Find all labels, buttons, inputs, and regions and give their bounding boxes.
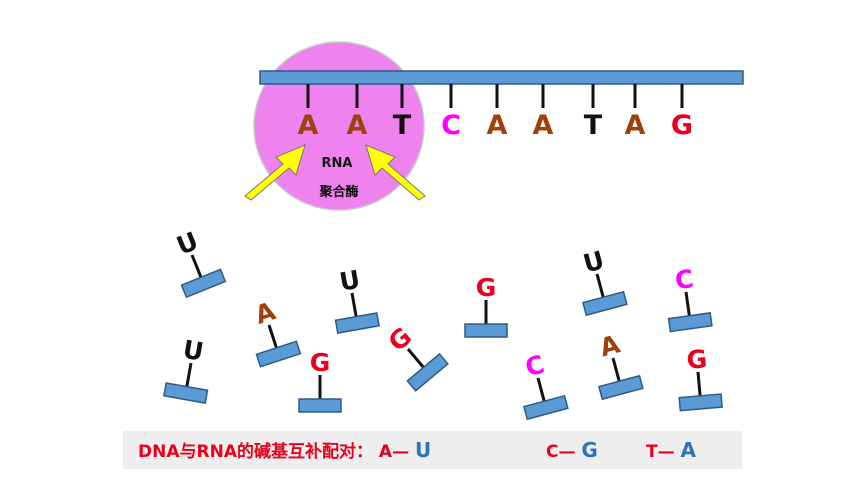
dna-strand-bar (259, 70, 744, 85)
nucleotide-backbone (255, 340, 302, 368)
pair-cg-left: C— (546, 442, 575, 462)
nucleotide-backbone (334, 312, 380, 334)
free-nucleotide-7: G (298, 348, 342, 413)
free-nucleotide-2: U (334, 265, 380, 334)
free-nucleotide-6: U (163, 335, 209, 404)
dna-base-letter: C (441, 110, 461, 141)
pairing-rule-prefix: DNA与RNA的碱基互补配对： (138, 441, 373, 462)
nucleotide-stem (684, 291, 691, 316)
nucleotide-stem (350, 292, 358, 317)
dna-base-1: A (347, 84, 368, 141)
free-nucleotide-10: A (597, 329, 644, 401)
nucleotide-backbone (163, 382, 209, 404)
dna-base-8: G (671, 84, 693, 141)
nucleotide-letter: C (673, 264, 695, 295)
dna-base-letter: A (625, 110, 646, 141)
dna-base-6: T (584, 84, 603, 141)
pair-ta-left: T— (646, 442, 675, 462)
free-nucleotide-9: C (522, 350, 569, 421)
dna-base-letter: A (298, 110, 319, 141)
nucleotide-stem (190, 254, 203, 278)
nucleotide-backbone (180, 268, 227, 299)
nucleotide-letter: U (580, 245, 607, 278)
nucleotide-stem (267, 324, 278, 349)
dna-base-7: A (625, 84, 646, 141)
enzyme-label-rna: RNA (322, 156, 353, 171)
nucleotide-backbone (298, 398, 342, 413)
free-nucleotide-11: G (678, 344, 723, 412)
dna-base-letter: T (393, 110, 412, 141)
nucleotide-backbone (667, 311, 713, 333)
dna-base-letter: A (347, 110, 368, 141)
nucleotide-letter: G (476, 273, 497, 302)
nucleotide-letter: U (172, 226, 202, 260)
nucleotide-backbone (598, 374, 644, 401)
nucleotide-backbone (406, 352, 449, 392)
pair-au-right: U (415, 438, 431, 462)
free-nucleotide-3: G (464, 273, 508, 338)
dna-base-letter: G (671, 110, 693, 141)
nucleotide-letter: G (310, 348, 331, 377)
nucleotide-letter: U (181, 335, 206, 367)
nucleotide-backbone (523, 394, 569, 421)
free-nucleotide-5: C (667, 264, 713, 333)
nucleotide-stem (696, 371, 702, 397)
free-nucleotide-1: A (251, 296, 302, 368)
enzyme-label-polymerase: 聚合酶 (318, 184, 358, 200)
pair-cg-right: G (581, 438, 597, 462)
nucleotide-stem (406, 348, 425, 369)
dna-base-letter: A (487, 110, 508, 141)
nucleotide-letter: A (597, 329, 624, 362)
nucleotide-backbone (464, 323, 508, 338)
dna-base-letter: A (533, 110, 554, 141)
dna-base-5: A (533, 84, 554, 141)
pair-au-left: A— (379, 442, 409, 462)
dna-base-3: C (441, 84, 461, 141)
nucleotide-letter: C (522, 350, 547, 383)
nucleotide-letter: U (337, 265, 362, 297)
pairing-rule-text: DNA与RNA的碱基互补配对： A— U C— G T— A (138, 438, 697, 462)
pair-ta-right: A (681, 438, 697, 462)
nucleotide-stem (185, 362, 193, 387)
nucleotide-backbone (582, 290, 628, 317)
pairing-rule-banner (123, 431, 742, 469)
free-nucleotide-8: G (383, 322, 449, 392)
free-nucleotide-0: U (172, 226, 227, 299)
nucleotide-letter: G (685, 344, 708, 375)
nucleotide-stem (611, 357, 621, 382)
yellow-arrow-left (244, 144, 306, 201)
dna-base-2: T (393, 84, 412, 141)
nucleotide-stem (536, 377, 546, 402)
nucleotide-backbone (678, 393, 723, 412)
yellow-arrow-right (365, 144, 426, 201)
nucleotide-stem (595, 273, 605, 298)
free-nucleotide-4: U (580, 245, 628, 317)
dna-base-0: A (298, 84, 319, 141)
dna-base-letter: T (584, 110, 603, 141)
dna-base-4: A (487, 84, 508, 141)
nucleotide-letter: A (251, 296, 279, 330)
